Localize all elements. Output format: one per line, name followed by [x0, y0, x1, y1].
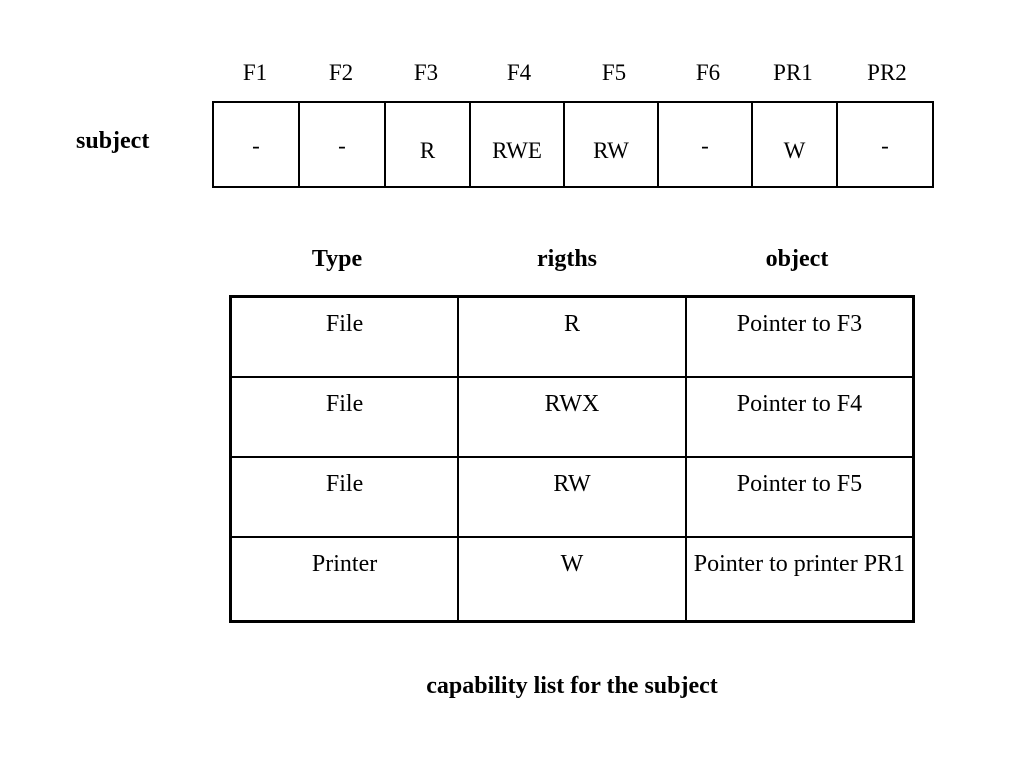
- access-value: RWE: [492, 138, 542, 163]
- column-header-pr1: PR1: [773, 60, 813, 85]
- access-value: -: [701, 133, 709, 158]
- table-row: File RWX Pointer to F4: [229, 375, 915, 458]
- cap-header-type: Type: [311, 246, 363, 272]
- access-cell-f6: -: [659, 103, 753, 186]
- table-row: File R Pointer to F3: [229, 295, 915, 378]
- column-header-f3: F3: [413, 60, 439, 85]
- access-cell-f3: R: [386, 103, 471, 186]
- table-row: Printer W Pointer to printer PR1: [229, 535, 915, 623]
- column-header-f4: F4: [506, 60, 532, 85]
- column-header-pr2: PR2: [867, 60, 907, 85]
- cell-object: Pointer to F3: [684, 295, 915, 378]
- access-cell-f4: RWE: [471, 103, 565, 186]
- cell-rights: R: [457, 295, 687, 378]
- cell-type: Printer: [229, 535, 460, 623]
- cell-rights: RWX: [457, 375, 687, 458]
- cell-type: File: [229, 295, 460, 378]
- cap-header-rights: rigths: [537, 246, 597, 272]
- cell-rights: W: [457, 535, 687, 623]
- diagram-caption: capability list for the subject: [426, 673, 718, 699]
- cell-type: File: [229, 455, 460, 538]
- cell-type: File: [229, 375, 460, 458]
- access-cell-f1: -: [214, 103, 300, 186]
- access-value: R: [419, 138, 436, 163]
- table-row: File RW Pointer to F5: [229, 455, 915, 538]
- capability-table: File R Pointer to F3 File RWX Pointer to…: [229, 295, 915, 623]
- column-header-f2: F2: [328, 60, 354, 85]
- subject-label: subject: [76, 128, 150, 154]
- column-header-f6: F6: [695, 60, 721, 85]
- cell-rights: RW: [457, 455, 687, 538]
- access-value: -: [252, 133, 260, 158]
- cell-object: Pointer to F5: [684, 455, 915, 538]
- access-value: -: [338, 133, 346, 158]
- cell-object: Pointer to F4: [684, 375, 915, 458]
- column-header-f5: F5: [601, 60, 627, 85]
- access-cell-f2: -: [300, 103, 386, 186]
- cell-object: Pointer to printer PR1: [684, 535, 915, 623]
- access-row: - - R RWE RW - W -: [212, 101, 934, 188]
- access-value: W: [783, 138, 806, 163]
- access-cell-f5: RW: [565, 103, 659, 186]
- access-cell-pr1: W: [753, 103, 838, 186]
- column-header-f1: F1: [242, 60, 268, 85]
- access-cell-pr2: -: [838, 103, 932, 186]
- access-value: -: [881, 133, 889, 158]
- access-value: RW: [593, 138, 629, 163]
- cap-header-object: object: [765, 246, 829, 272]
